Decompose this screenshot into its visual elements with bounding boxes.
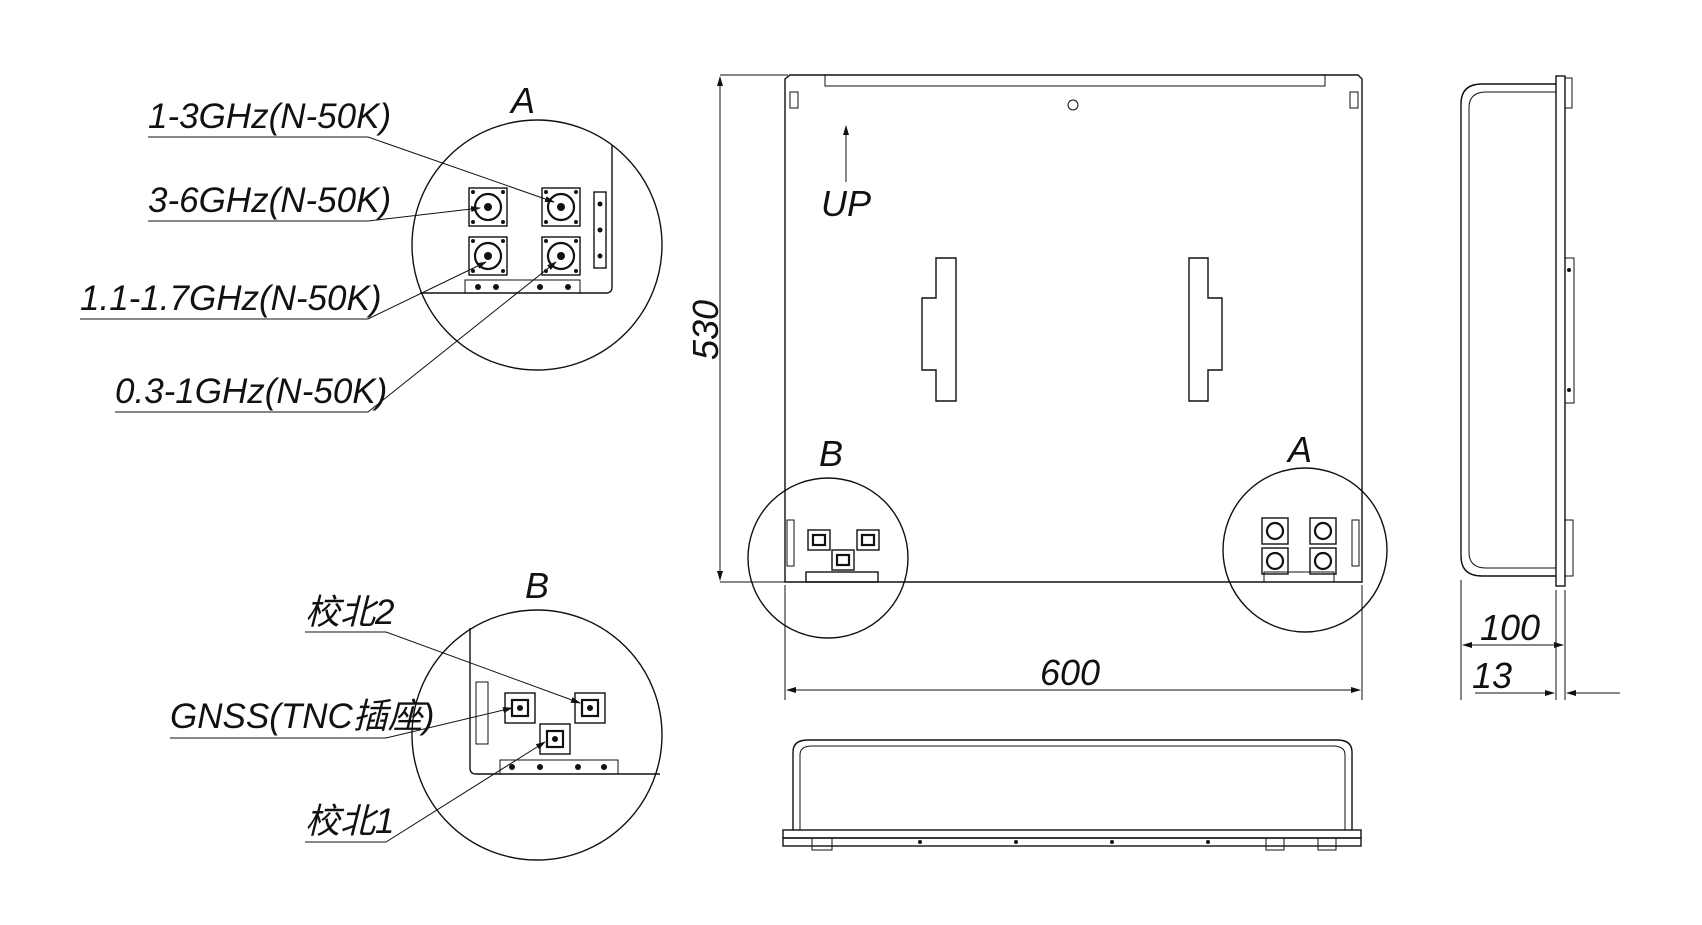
marker-b: B xyxy=(819,433,843,474)
detail-a-circle xyxy=(411,119,663,371)
detail-a-letter: A xyxy=(509,80,535,121)
width-dimension: 600 xyxy=(1040,652,1100,693)
connector-1-1-1-7ghz xyxy=(468,236,508,276)
calibration-2-connector xyxy=(574,692,606,724)
label-3-6ghz: 3-6GHz(N-50K) xyxy=(148,181,391,220)
front-panel-outline xyxy=(784,74,1363,583)
mount-slot-right xyxy=(1188,257,1223,402)
height-dimension: 530 xyxy=(685,300,726,360)
detail-b: B 校北2 GNSS(TNC插座) 校北1 xyxy=(170,565,663,861)
marker-circle-a xyxy=(1222,467,1388,633)
side-view: 100 13 xyxy=(1460,75,1620,700)
label-1-3ghz: 1-3GHz(N-50K) xyxy=(148,97,391,136)
marker-circle-b xyxy=(747,477,909,639)
connector-0-3-1ghz xyxy=(541,236,581,276)
side-housing xyxy=(1460,83,1556,577)
label-gnss: GNSS(TNC插座) xyxy=(170,697,434,736)
up-label: UP xyxy=(821,183,871,224)
connector-1-3ghz xyxy=(541,187,581,227)
marker-a: A xyxy=(1286,429,1312,470)
flange-dimension: 13 xyxy=(1472,655,1512,696)
label-1-1-1-7ghz: 1.1-1.7GHz(N-50K) xyxy=(80,279,381,318)
detail-a: A 1-3GHz(N-50K) 3-6GHz(N-50K) 1. xyxy=(80,80,663,413)
front-view: UP B A 530 600 xyxy=(685,74,1388,700)
depth-dimension: 100 xyxy=(1480,607,1540,648)
gnss-connector xyxy=(504,692,536,724)
calibration-1-connector xyxy=(539,723,571,755)
detail-b-letter: B xyxy=(525,565,549,606)
label-0-3-1ghz: 0.3-1GHz(N-50K) xyxy=(115,372,387,411)
label-calibration-2: 校北2 xyxy=(305,593,394,632)
detail-b-circle xyxy=(411,609,663,861)
connector-3-6ghz xyxy=(468,187,508,227)
bottom-housing xyxy=(792,739,1353,830)
bottom-view xyxy=(782,739,1362,851)
label-calibration-1: 校北1 xyxy=(305,802,394,841)
mount-slot-left xyxy=(921,257,957,402)
